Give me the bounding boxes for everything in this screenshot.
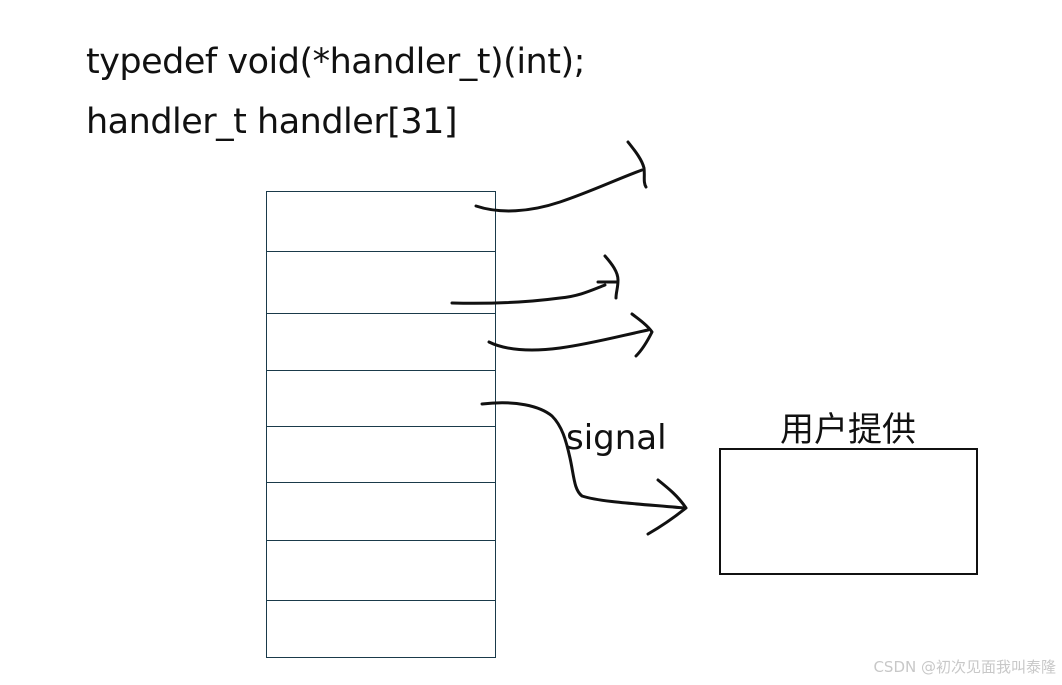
table-row-divider xyxy=(267,600,495,601)
table-row-divider xyxy=(267,370,495,371)
table-row-divider xyxy=(267,540,495,541)
arrow-4-head xyxy=(646,478,688,536)
table-row-divider xyxy=(267,426,495,427)
arrow-4-curve xyxy=(480,401,686,510)
watermark: CSDN @初次见面我叫泰隆 xyxy=(873,658,1056,676)
user-handler-box xyxy=(719,448,978,575)
arrow-3-curve xyxy=(487,328,650,352)
arrow-1-head xyxy=(626,140,648,189)
table-row-divider xyxy=(267,251,495,252)
table-row-divider xyxy=(267,482,495,483)
user-provided-label: 用户提供 xyxy=(780,410,916,450)
handler-table xyxy=(266,191,496,658)
arrow-2-curve xyxy=(450,283,607,305)
signal-label: signal xyxy=(566,418,667,458)
handler-array-declaration: handler_t handler[31] xyxy=(86,102,458,142)
arrow-1-curve xyxy=(474,168,644,213)
typedef-declaration: typedef void(*handler_t)(int); xyxy=(86,42,585,82)
arrow-2-head xyxy=(603,254,620,300)
arrow-3-head xyxy=(630,312,654,358)
table-row-divider xyxy=(267,313,495,314)
